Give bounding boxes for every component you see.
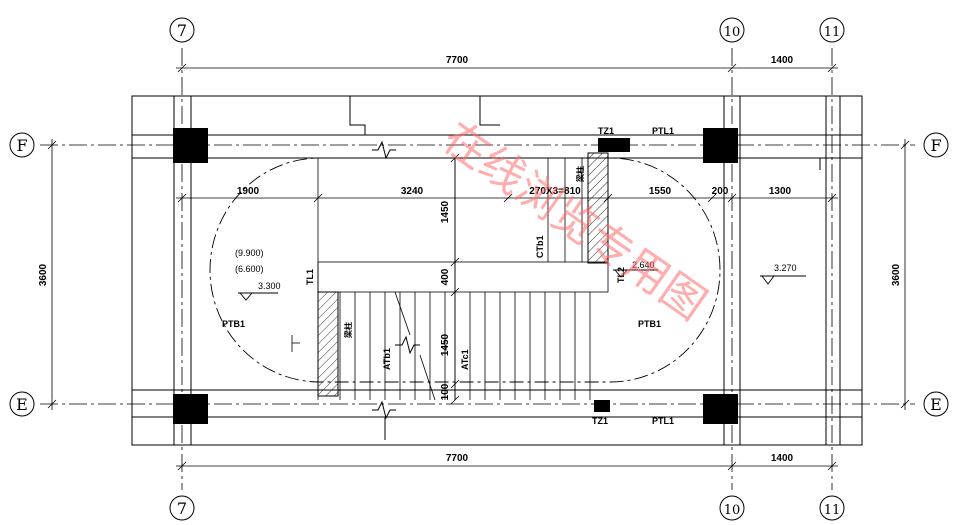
column-7-f [173,128,208,163]
dim-1300: 1300 [769,186,792,197]
elevation-markers [238,269,806,301]
dim-top-7700: 7700 [446,55,469,66]
axis-label-7-top: 7 [177,21,187,40]
axis-label-11-top: 11 [824,25,841,40]
elev-left-b: (6.600) [235,264,264,274]
axis-bubble-e-right [923,391,949,417]
dim-200: 200 [712,186,729,197]
axis-bubble-11-top [819,17,845,43]
label-atb1: ATb1 [382,348,392,370]
axis-label-10-bottom: 10 [724,503,741,518]
axis-bubble-f-right [923,132,949,158]
axis-label-e-left: E [16,395,28,414]
dim-bottom-7700: 7700 [446,453,469,464]
axis-bubbles [9,17,949,521]
column-tz1-bottom [594,400,610,412]
axis-bubble-7-bottom [169,495,195,521]
columns [173,128,738,424]
axis-label-f-right: F [930,136,941,155]
dim-1900: 1900 [237,186,260,197]
hatched-wall-lower [317,291,339,397]
axis-label-e-right: E [930,395,942,414]
label-jiuzhu-left: 梁柱 [343,322,353,339]
label-tl1: TL1 [305,269,315,285]
axis-bubble-11-bottom [819,495,845,521]
axis-label-11-bottom: 11 [824,503,841,518]
elev-left-a: (9.900) [235,248,264,258]
axis-label-10-top: 10 [724,25,741,40]
dim-top-1400: 1400 [771,55,794,66]
axis-bubble-10-bottom [719,495,745,521]
label-atc1: ATc1 [460,349,470,370]
dim-left-3600: 3600 [38,263,49,286]
label-tl2: TL2 [616,267,626,283]
column-10-e [703,394,738,424]
elev-left-c: 3.300 [258,281,281,291]
axis-bubble-e-left [9,391,35,417]
label-ptl1-bottom: PTL1 [652,416,674,426]
label-ptb1-right: PTB1 [638,319,661,329]
label-tz1-top: TZ1 [598,126,614,136]
dim-vert-400: 400 [440,268,451,285]
wall-outline [131,95,863,446]
dim-steps: 270X3=810 [529,186,581,197]
label-ctb1: CTb1 [535,236,545,259]
column-tz1-top [598,138,630,152]
hatched-wall-upper [587,152,609,264]
dim-right-3600: 3600 [891,263,902,286]
component-labels: TZ1 PTL1 TZ1 PTL1 PTB1 PTB1 TL1 TL2 ATb1… [222,126,674,426]
elevation-texts: (9.900) (6.600) 3.300 2.640 3.270 [235,248,797,291]
axis-bubble-labels: 7 10 11 7 10 11 F E F E [16,21,942,518]
dim-bottom-1400: 1400 [771,453,794,464]
dim-vert-1450-bottom: 1450 [440,333,451,356]
axis-bubble-7-top [169,17,195,43]
dim-3240: 3240 [401,186,424,197]
stair-zone-outline [209,157,721,383]
label-ptb1-left: PTB1 [222,319,245,329]
label-jiuzhu-top: 梁柱 [575,166,585,183]
axis-label-f-left: F [16,136,27,155]
elev-right: 3.270 [774,263,797,273]
column-7-e [173,394,208,424]
label-tz1-bottom: TZ1 [592,416,608,426]
dim-vert-1450-top: 1450 [440,200,451,223]
column-10-f [703,128,738,163]
dim-1550: 1550 [649,186,672,197]
label-ptl1-top: PTL1 [652,126,674,136]
elev-mid: 2.640 [632,260,655,270]
axis-bubble-10-top [719,17,745,43]
dimension-lines [47,63,910,471]
dimension-texts: 7700 1400 7700 1400 1900 3240 270X3=810 … [38,55,902,464]
hatched-walls [317,152,609,397]
dim-vert-100: 100 [440,383,451,400]
break-symbols [372,140,420,420]
axis-label-7-bottom: 7 [177,499,187,518]
axis-bubble-f-left [9,132,35,158]
